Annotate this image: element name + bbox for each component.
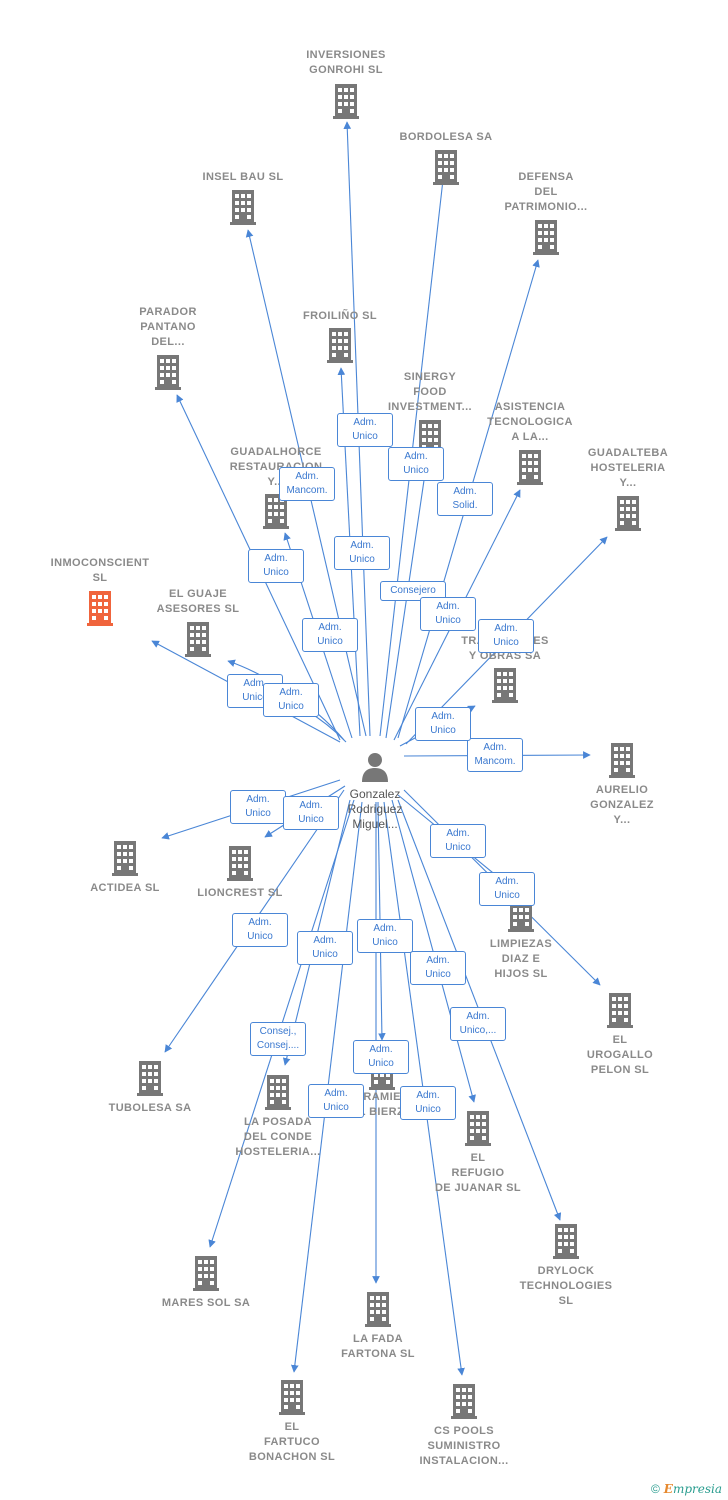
role-badge: Adm. Unico (478, 619, 534, 653)
role-badge: Adm. Unico (302, 618, 358, 652)
building-icon[interactable] (607, 993, 633, 1028)
building-icon[interactable] (265, 1075, 291, 1110)
company-label-froilino[interactable]: FROILIÑO SL (302, 310, 378, 322)
building-icon[interactable] (230, 190, 256, 225)
role-badge: Adm. Unico (410, 951, 466, 985)
role-badge: Consej., Consej.... (250, 1022, 306, 1056)
company-label-inversiones[interactable]: INVERSIONES GONROHI SL (306, 49, 386, 76)
company-label-refugio[interactable]: EL REFUGIO DE JUANAR SL (434, 1152, 522, 1194)
building-icon[interactable] (137, 1061, 163, 1096)
role-badge: Adm. Unico (400, 1086, 456, 1120)
company-label-mares[interactable]: MARES SOL SA (161, 1297, 251, 1309)
building-icon[interactable] (155, 355, 181, 390)
building-icon[interactable] (365, 1292, 391, 1327)
role-badge: Adm. Unico (283, 796, 339, 830)
role-badge: Adm. Unico (232, 913, 288, 947)
building-icon[interactable] (465, 1111, 491, 1146)
role-badge: Adm. Unico (308, 1084, 364, 1118)
company-label-lioncrest[interactable]: LIONCREST SL (197, 887, 283, 899)
company-label-asistencia[interactable]: ASISTENCIA TECNOLOGICA A LA... (487, 401, 573, 443)
building-icon[interactable] (185, 622, 211, 657)
company-label-inmoconscient[interactable]: INMOCONSCIENT SL (50, 557, 150, 584)
empresia-brand: ©Empresia (651, 1482, 722, 1496)
role-badge: Adm. Unico (388, 447, 444, 481)
company-label-urogallo[interactable]: EL UROGALLO PELON SL (586, 1034, 654, 1076)
company-label-parador[interactable]: PARADOR PANTANO DEL... (139, 306, 197, 348)
brand-name: mpresia (672, 1482, 722, 1496)
role-badge: Adm. Unico (337, 413, 393, 447)
role-badge: Adm. Unico (263, 683, 319, 717)
building-icon[interactable] (451, 1384, 477, 1419)
building-icon[interactable] (517, 450, 543, 485)
copyright-symbol: © (650, 1482, 660, 1496)
company-label-defensa[interactable]: DEFENSA DEL PATRIMONIO... (504, 171, 588, 213)
company-label-limpiezas[interactable]: LIMPIEZAS DIAZ E HIJOS SL (489, 938, 553, 980)
company-label-fartuco[interactable]: EL FARTUCO BONACHON SL (248, 1421, 336, 1463)
person-icon[interactable] (361, 752, 389, 782)
building-icon[interactable] (609, 743, 635, 778)
company-label-guaje[interactable]: EL GUAJE ASESORES SL (156, 588, 240, 615)
building-icon[interactable] (492, 668, 518, 703)
company-label-insel[interactable]: INSEL BAU SL (202, 171, 284, 183)
role-badge: Adm. Unico (479, 872, 535, 906)
company-label-fada[interactable]: LA FADA FARTONA SL (341, 1333, 415, 1360)
role-badge: Adm. Unico (248, 549, 304, 583)
company-label-posada[interactable]: LA POSADA DEL CONDE HOSTELERIA... (235, 1116, 321, 1158)
role-badge: Adm. Mancom. (467, 738, 523, 772)
building-icon[interactable] (433, 150, 459, 185)
role-badge: Adm. Unico (357, 919, 413, 953)
building-icon[interactable] (327, 328, 353, 363)
role-badge: Adm. Unico (420, 597, 476, 631)
building-icon[interactable] (533, 220, 559, 255)
building-icon[interactable] (615, 496, 641, 531)
building-icon[interactable] (553, 1224, 579, 1259)
role-badge: Adm. Unico (430, 824, 486, 858)
brand-initial: E (663, 1482, 673, 1496)
role-badge: Adm. Unico (415, 707, 471, 741)
building-icon[interactable] (87, 591, 113, 626)
company-label-actidea[interactable]: ACTIDEA SL (90, 882, 160, 894)
role-badge: Adm. Unico (353, 1040, 409, 1074)
role-badge: Adm. Unico (334, 536, 390, 570)
building-icon[interactable] (279, 1380, 305, 1415)
building-icon[interactable] (333, 84, 359, 119)
company-label-drylock[interactable]: DRYLOCK TECHNOLOGIES SL (519, 1265, 613, 1307)
company-label-bordolesa[interactable]: BORDOLESA SA (399, 131, 493, 143)
company-label-cspools[interactable]: CS POOLS SUMINISTRO INSTALACION... (419, 1425, 509, 1467)
role-badge: Adm. Unico,... (450, 1007, 506, 1041)
building-icon[interactable] (227, 846, 253, 881)
role-badge: Adm. Unico (230, 790, 286, 824)
role-badge: Adm. Mancom. (279, 467, 335, 501)
role-badge: Consejero (380, 581, 446, 601)
role-badge: Adm. Solid. (437, 482, 493, 516)
company-label-aurelio[interactable]: AURELIO GONZALEZ Y... (590, 784, 654, 826)
company-label-guadalteba[interactable]: GUADALTEBA HOSTELERIA Y... (587, 447, 669, 489)
company-label-tubolesa[interactable]: TUBOLESA SA (108, 1102, 192, 1114)
company-label-sinergy[interactable]: SINERGY FOOD INVESTMENT... (387, 371, 473, 413)
role-badge: Adm. Unico (297, 931, 353, 965)
building-icon[interactable] (112, 841, 138, 876)
center-person-name[interactable]: Gonzalez Rodriguez Miguel... (347, 787, 403, 831)
building-icon[interactable] (193, 1256, 219, 1291)
